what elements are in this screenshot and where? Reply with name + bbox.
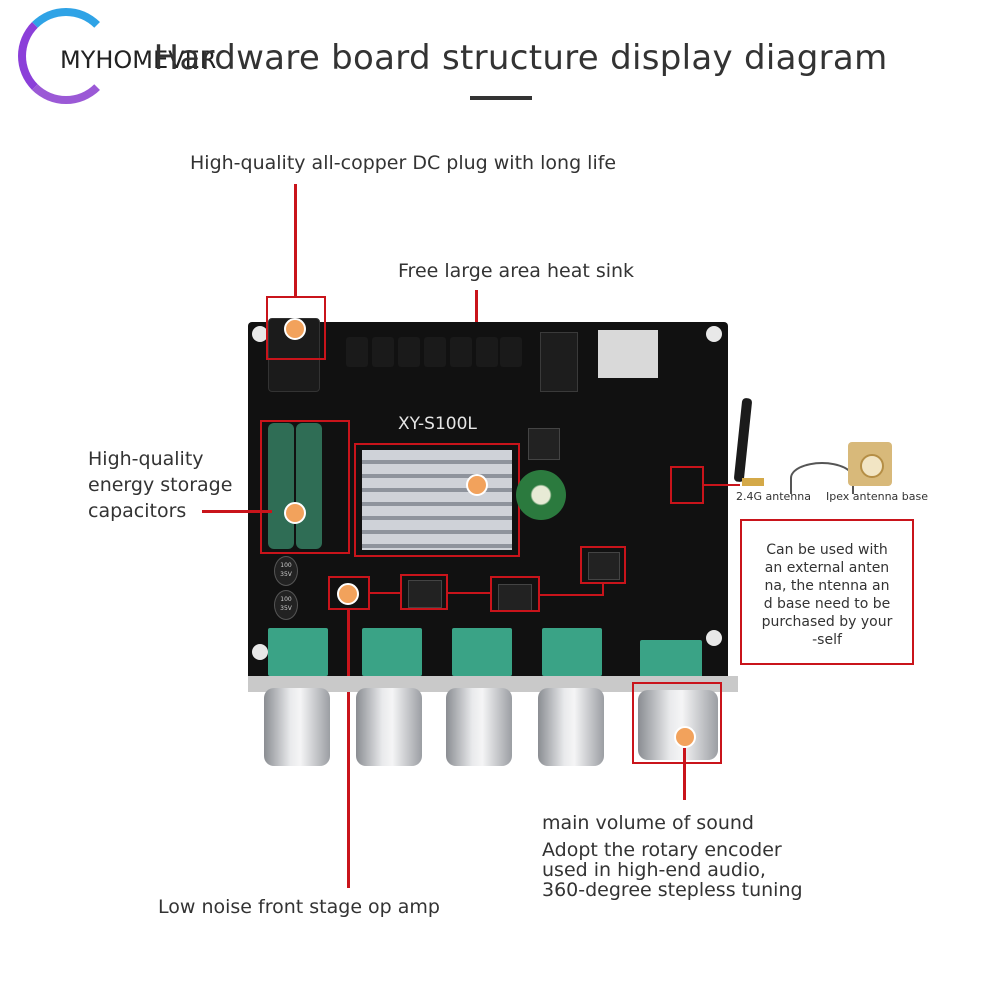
note-line: Can be used with (766, 542, 888, 558)
rotary-encoder-body (640, 640, 702, 680)
potentiometer (542, 628, 602, 676)
highlight-volume-knob (632, 682, 722, 764)
link-op-amp (540, 594, 604, 596)
label-capacitors-3: capacitors (88, 500, 187, 522)
screw-terminal (500, 337, 522, 367)
bass-knob (264, 688, 330, 766)
storage-capacitor (268, 423, 294, 549)
line-op-amp (347, 608, 350, 888)
highlight-antenna-socket (670, 466, 704, 504)
label-volume-desc-2: used in high-end audio, (542, 859, 766, 881)
label-ipex-base: Ipex antenna base (826, 490, 929, 503)
mount-hole (252, 326, 268, 342)
small-capacitor: 100 35V (274, 590, 298, 620)
volume-knob (638, 690, 718, 760)
note-line: na, the ntenna an (764, 578, 890, 594)
op-amp-chip (408, 580, 442, 608)
screw-terminal (398, 337, 420, 367)
label-antenna: 2.4G antenna (736, 490, 811, 503)
link-op-amp (602, 584, 604, 596)
label-volume-desc-1: Adopt the rotary encoder (542, 839, 782, 861)
marker-volume-knob (674, 726, 696, 748)
regulator-chip (528, 428, 560, 460)
watermark-logo-ring (18, 8, 114, 104)
watermark-text: MYHOMEVER (60, 46, 217, 74)
heat-sink (362, 450, 512, 550)
ipex-connector (860, 454, 884, 478)
label-volume-title: main volume of sound (542, 812, 754, 834)
link-op-amp (448, 592, 490, 594)
line-volume-knob (683, 748, 686, 800)
screw-terminal (450, 337, 472, 367)
mid-knob (446, 688, 512, 766)
title-underline (470, 96, 532, 100)
small-capacitor: 100 35V (274, 556, 298, 586)
marker-capacitors (284, 502, 306, 524)
label-op-amp: Low noise front stage op amp (158, 896, 440, 918)
highlight-op-amp-2 (400, 574, 448, 610)
screw-terminal (372, 337, 394, 367)
potentiometer (362, 628, 422, 676)
mount-hole (706, 630, 722, 646)
note-line: an external anten (764, 560, 890, 576)
antenna-stick (733, 397, 753, 483)
line-dc-plug (294, 184, 297, 296)
screw-terminal (346, 337, 368, 367)
board-model-label: XY-S100L (398, 414, 477, 434)
line-capacitors (202, 510, 272, 513)
label-heat-sink: Free large area heat sink (398, 260, 635, 282)
highlight-op-amp-3 (490, 576, 540, 612)
note-line: d base need to be (763, 596, 891, 612)
storage-capacitor (296, 423, 322, 549)
label-capacitors-1: High-quality (88, 448, 204, 470)
antenna-note-box: Can be used with an external anten na, t… (740, 519, 914, 665)
note-line: purchased by your (761, 614, 893, 630)
highlight-dc-plug (266, 296, 326, 360)
marker-dc-plug (284, 318, 306, 340)
screw-terminal (424, 337, 446, 367)
mount-hole (706, 326, 722, 342)
highlight-op-amp-4 (580, 546, 626, 584)
potentiometer (452, 628, 512, 676)
balance-knob (538, 688, 604, 766)
op-amp-chip (588, 552, 620, 580)
op-amp-chip (498, 584, 532, 612)
page-title: Hardware board structure display diagram (0, 38, 1001, 78)
label-volume-desc-3: 360-degree stepless tuning (542, 879, 803, 901)
potentiometer (268, 628, 328, 676)
highlight-capacitors (260, 420, 350, 554)
mount-hole (252, 644, 268, 660)
label-capacitors-2: energy storage (88, 474, 233, 496)
marker-op-amp (337, 583, 359, 605)
antenna-connector (742, 478, 764, 486)
audio-jack (540, 332, 578, 392)
label-dc-plug: High-quality all-copper DC plug with lon… (190, 152, 617, 174)
screw-terminal (476, 337, 498, 367)
usb-port (598, 330, 658, 378)
electrolytic-capacitor (516, 470, 566, 520)
marker-heat-sink (466, 474, 488, 496)
treble-knob (356, 688, 422, 766)
link-op-amp (370, 592, 400, 594)
line-antenna-socket (704, 484, 740, 486)
page-title-text: Hardware board structure display diagram (153, 38, 888, 78)
note-line: -self (812, 632, 842, 648)
highlight-heat-sink (354, 443, 520, 557)
